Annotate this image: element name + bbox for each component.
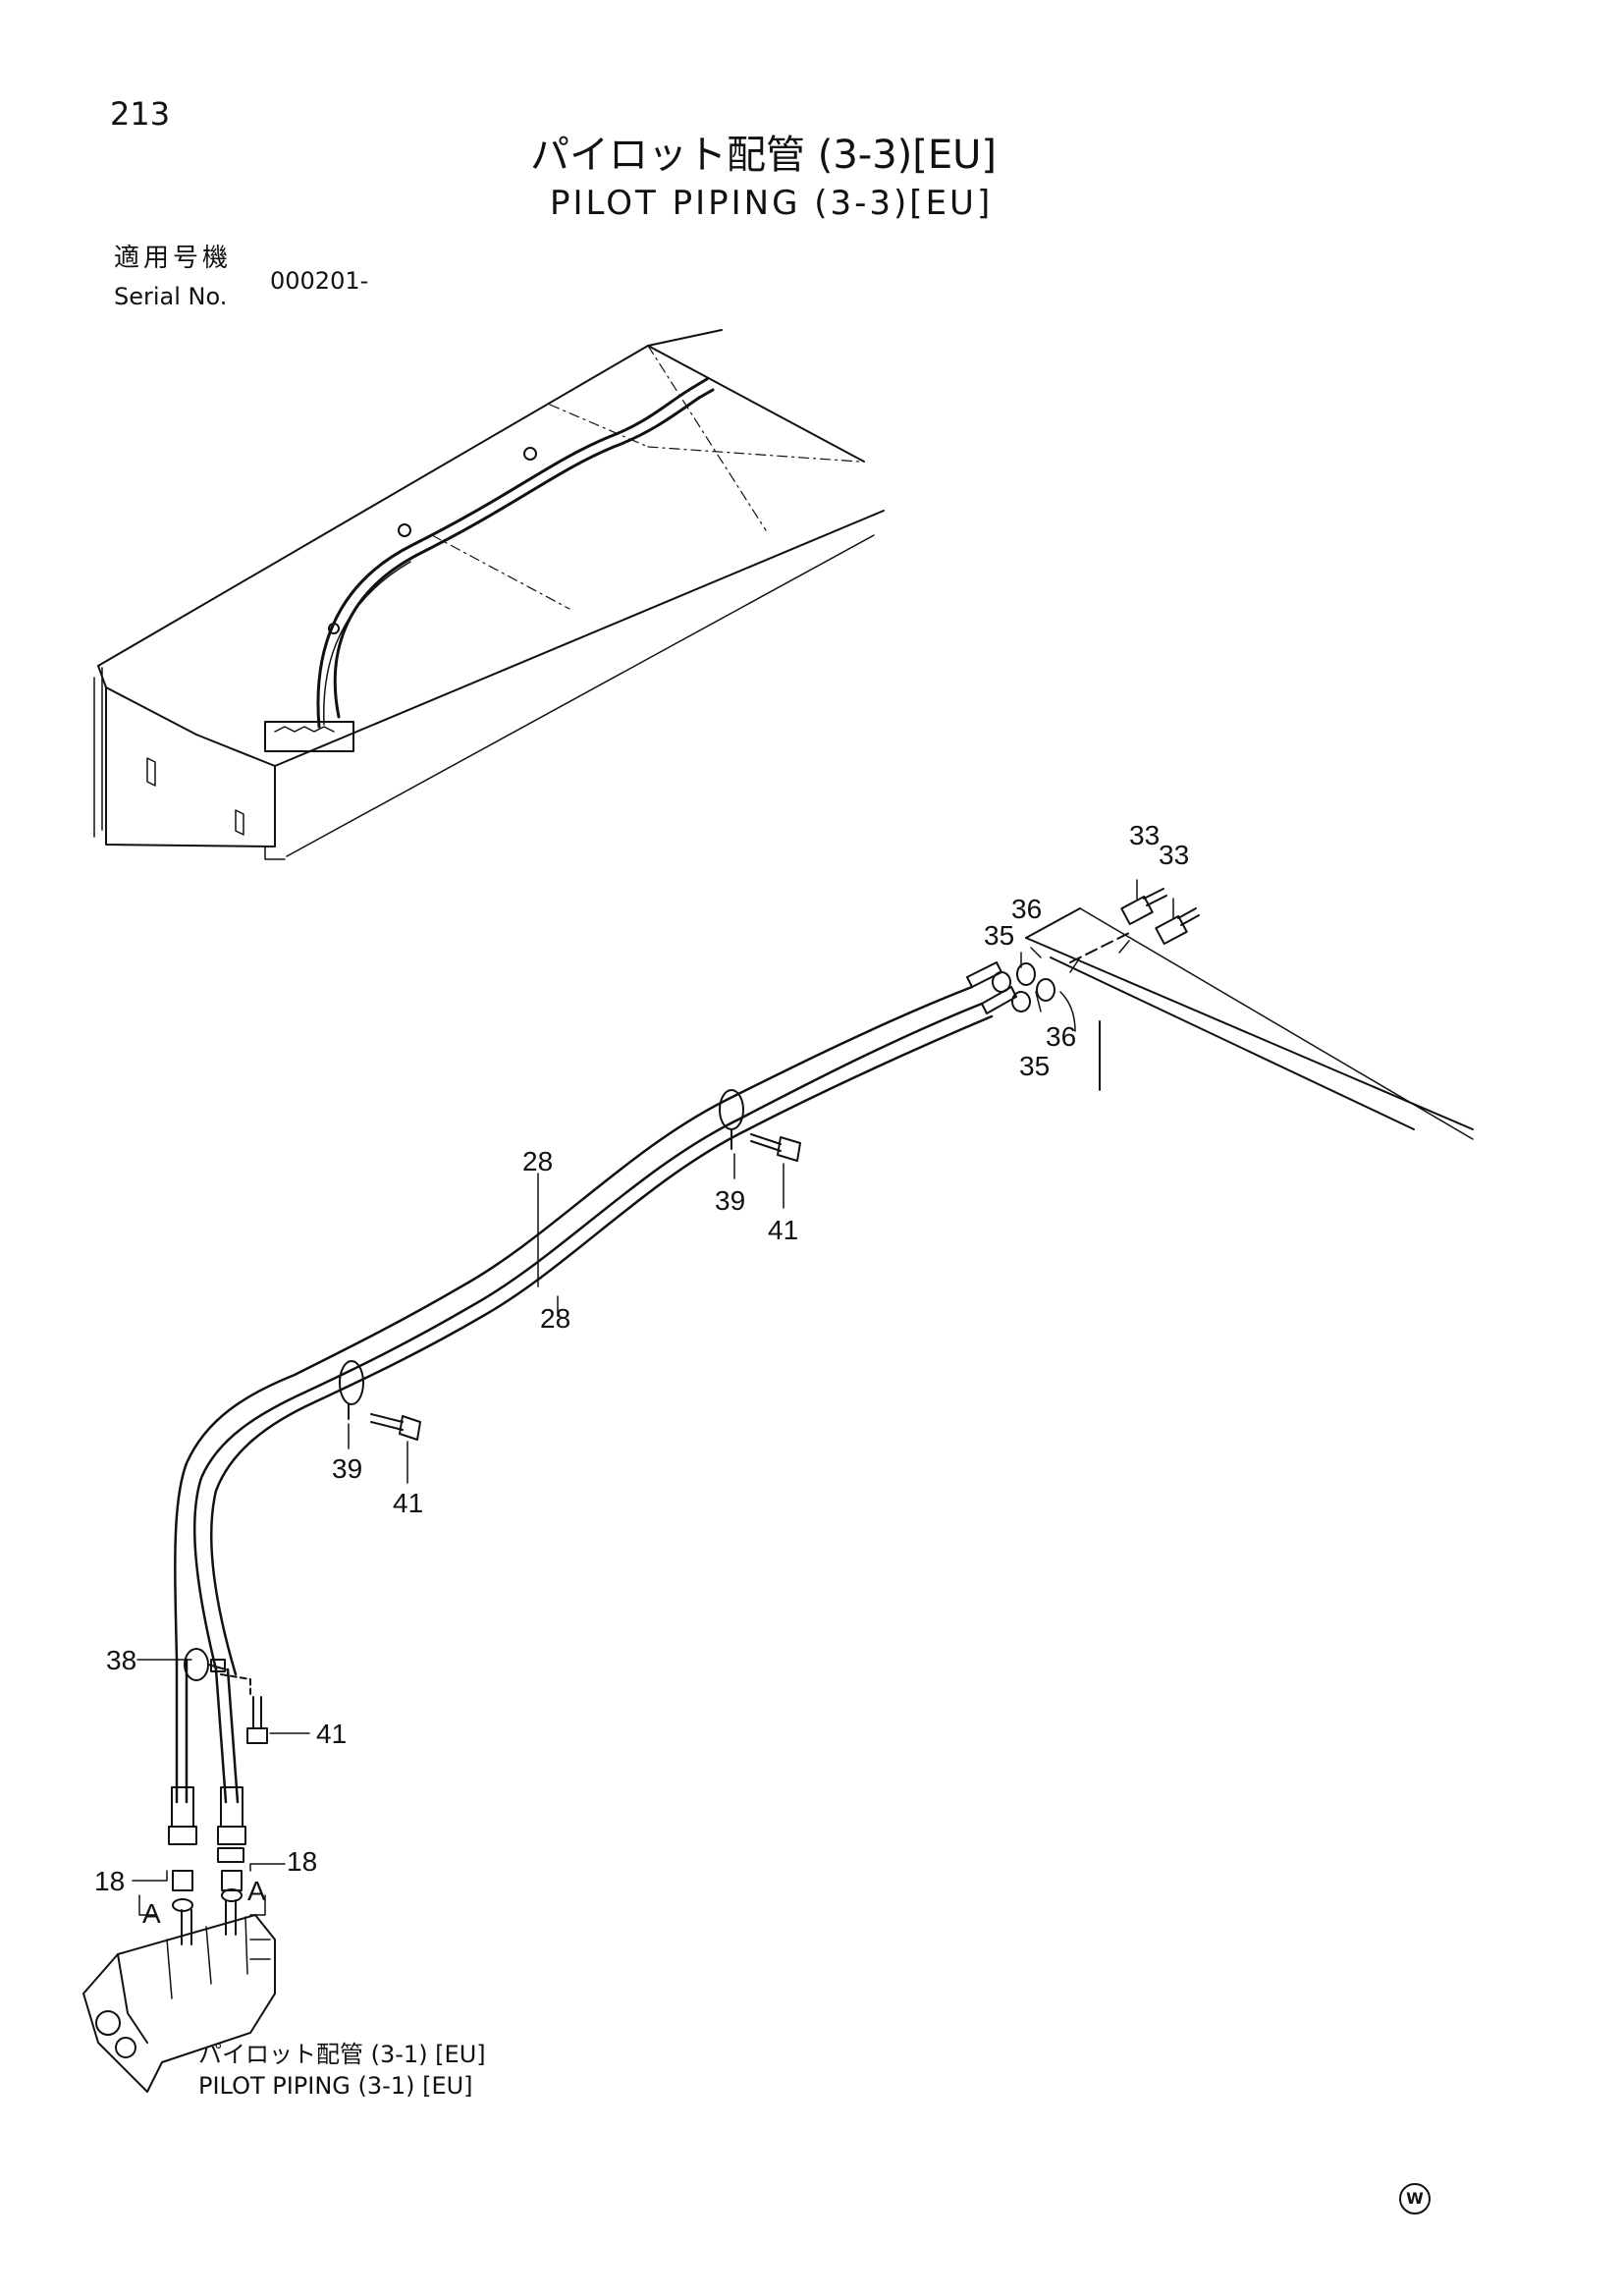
pilot-valve-block xyxy=(82,1899,276,2093)
callout-39-lower: 39 xyxy=(332,1453,362,1484)
overview-hoses xyxy=(264,377,715,752)
overview-frame xyxy=(93,329,885,860)
callout-41-lower: 41 xyxy=(393,1488,423,1518)
callout-18-right: 18 xyxy=(287,1846,317,1877)
callout-a-left: A xyxy=(142,1898,161,1929)
title-japanese: パイロット配管 (3-3)[EU] xyxy=(530,133,998,178)
callout-33-left: 33 xyxy=(1129,820,1160,850)
callout-41-upper: 41 xyxy=(768,1215,798,1245)
callout-39-upper: 39 xyxy=(715,1185,745,1216)
hose-end-fittings xyxy=(168,1786,246,1912)
callout-18-left: 18 xyxy=(94,1866,125,1896)
serial-label-english: Serial No. xyxy=(114,283,228,310)
reference-label-japanese: パイロット配管 (3-1) [EU] xyxy=(198,2041,486,2068)
callout-35-lower: 35 xyxy=(1019,1051,1050,1081)
callout-33-right: 33 xyxy=(1159,840,1189,870)
callout-35-upper: 35 xyxy=(984,920,1014,951)
callout-36-upper: 36 xyxy=(1011,894,1042,924)
mounting-beam xyxy=(1025,907,1474,1140)
page-number: 213 xyxy=(110,95,171,133)
corner-w-mark: W xyxy=(1399,2183,1431,2214)
bolts xyxy=(246,1133,801,1744)
callout-a-right: A xyxy=(247,1876,266,1906)
callout-28-lower: 28 xyxy=(540,1303,570,1334)
serial-label-japanese: 適用号機 xyxy=(114,244,233,273)
callout-41-clamp: 41 xyxy=(316,1719,347,1749)
serial-number-value: 000201- xyxy=(270,267,369,295)
title-english: PILOT PIPING (3-3)[EU] xyxy=(550,184,994,223)
leader-lines xyxy=(132,1153,784,1916)
pilot-hoses xyxy=(174,961,1017,1804)
callout-36-lower: 36 xyxy=(1046,1021,1076,1052)
fittings-upper xyxy=(992,879,1200,1012)
callout-38: 38 xyxy=(106,1645,136,1675)
callout-28-upper: 28 xyxy=(522,1146,553,1176)
reference-label-english: PILOT PIPING (3-1) [EU] xyxy=(198,2072,473,2100)
hose-clamps xyxy=(184,1089,744,1695)
